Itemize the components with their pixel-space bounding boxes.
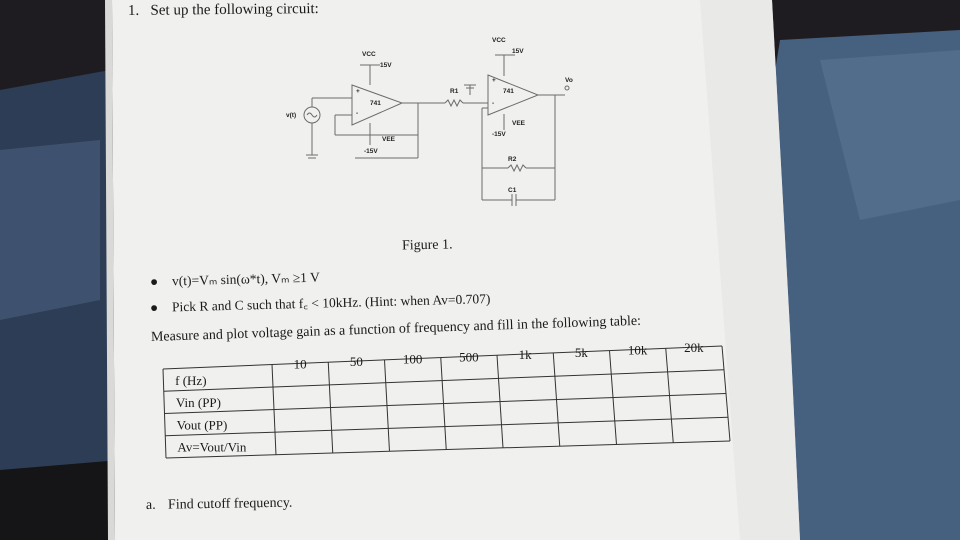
source-label: v(t) [286, 112, 297, 119]
amp1-vcc-label: VCC [362, 51, 376, 58]
paper-sheet [105, 0, 800, 540]
table-gridline [163, 369, 725, 392]
table-gridline [496, 355, 504, 448]
table-gridline [384, 359, 390, 452]
table-gridline [609, 350, 617, 445]
amp1-chip: 741 [370, 100, 381, 107]
amp2-plus: + [492, 77, 496, 84]
amp2-vee-label: VEE [512, 120, 526, 127]
freq-header-cell: 20k [684, 340, 704, 355]
table-gridline [165, 416, 729, 437]
freq-header-cell: 50 [350, 354, 363, 369]
row-label: Vout (PP) [177, 417, 228, 432]
freq-row-label: f (Hz) [175, 373, 206, 388]
table-gridline [162, 345, 723, 370]
amp2-chip: 741 [503, 88, 514, 95]
amp2-vcc-value: 15V [512, 48, 524, 55]
amp1-vee-label: VEE [382, 136, 396, 143]
table-gridline [162, 368, 167, 459]
freq-header-cell: 1k [519, 347, 533, 362]
amp1-vee-value: -15V [364, 148, 378, 155]
c1-label: C1 [508, 187, 517, 194]
amp1-plus: + [356, 88, 360, 95]
amp2-vcc-label: VCC [492, 37, 506, 44]
amp2-minus: - [492, 100, 495, 107]
output-terminal-icon [564, 85, 570, 91]
freq-header-cell: 10 [294, 356, 307, 371]
r2-label: R2 [508, 156, 517, 163]
freq-header-cell: 5k [575, 345, 589, 360]
table-gridline [327, 362, 334, 453]
output-label: Vo [565, 77, 573, 84]
table-gridline [552, 352, 561, 447]
freq-header-cell: 500 [459, 349, 479, 364]
amp1-minus: - [356, 110, 359, 117]
row-label: Av=Vout/Vin [177, 440, 246, 455]
row-label: Vin (PP) [176, 395, 221, 410]
resistor-r2-icon [507, 163, 527, 173]
opamp2-icon [487, 74, 540, 116]
table-gridline [440, 357, 447, 450]
freq-header-cell: 10k [628, 342, 648, 357]
table-gridline [665, 348, 674, 443]
table-gridline [165, 440, 731, 459]
freq-header-cell: 100 [403, 352, 423, 367]
r1-label: R1 [450, 88, 459, 95]
opamp1-icon [351, 84, 404, 126]
table-gridline [721, 345, 731, 442]
amp2-vee-value: -15V [492, 131, 506, 138]
table-gridline [271, 364, 277, 455]
resistor-r1-icon [444, 98, 464, 108]
table-gridline [164, 393, 727, 414]
amp1-vcc-value: 15V [380, 62, 392, 69]
